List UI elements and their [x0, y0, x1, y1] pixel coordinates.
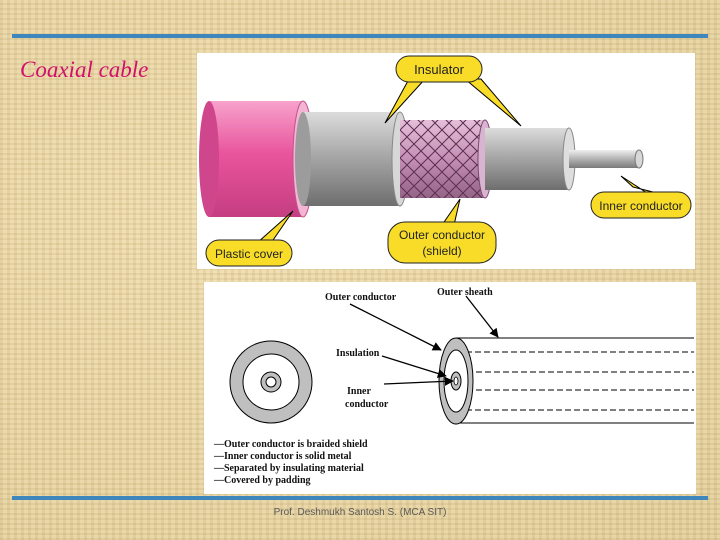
coax-illustration: Insulator Inner conductor Plastic cover …: [197, 53, 695, 269]
callout-plastic-cover: Plastic cover: [205, 239, 293, 267]
slide-title: Coaxial cable: [20, 57, 149, 82]
side-view: [438, 337, 694, 425]
dielectric: [485, 127, 576, 191]
note-item: —Outer conductor is braided shield: [213, 439, 368, 450]
label-conductor: conductor: [345, 399, 389, 410]
note-item: —Separated by insulating material: [213, 463, 364, 474]
label-plastic-cover: Plastic cover: [215, 247, 283, 261]
cross-section: [229, 340, 313, 424]
label-inner-conductor: Inner conductor: [599, 199, 682, 213]
braided-shield: [400, 119, 493, 199]
label-outer-sheath: Outer sheath: [437, 287, 493, 298]
label-inner: Inner: [347, 386, 371, 397]
notes-list: —Outer conductor is braided shield —Inne…: [213, 439, 368, 486]
callout-insulator: Insulator: [395, 55, 483, 83]
label-shield: (shield): [422, 244, 461, 258]
note-item: —Covered by padding: [213, 475, 311, 486]
label-outer-conductor-schematic: Outer conductor: [325, 292, 397, 303]
insulator-layer: [295, 111, 409, 207]
label-insulator: Insulator: [414, 62, 465, 77]
callout-inner-conductor: Inner conductor: [590, 191, 692, 219]
inner-conductor-rod: [569, 149, 644, 169]
bottom-rule: [12, 496, 708, 500]
pointer-arrows: [349, 295, 499, 386]
footer-credit: Prof. Deshmukh Santosh S. (MCA SIT): [273, 507, 447, 518]
coax-schematic: Outer conductor Outer sheath Insulation …: [204, 282, 696, 494]
note-item: —Inner conductor is solid metal: [213, 451, 352, 462]
label-insulation: Insulation: [336, 348, 380, 359]
top-rule: [12, 34, 708, 38]
label-outer-conductor: Outer conductor: [399, 228, 485, 242]
callout-outer-conductor: Outer conductor (shield): [387, 221, 497, 264]
